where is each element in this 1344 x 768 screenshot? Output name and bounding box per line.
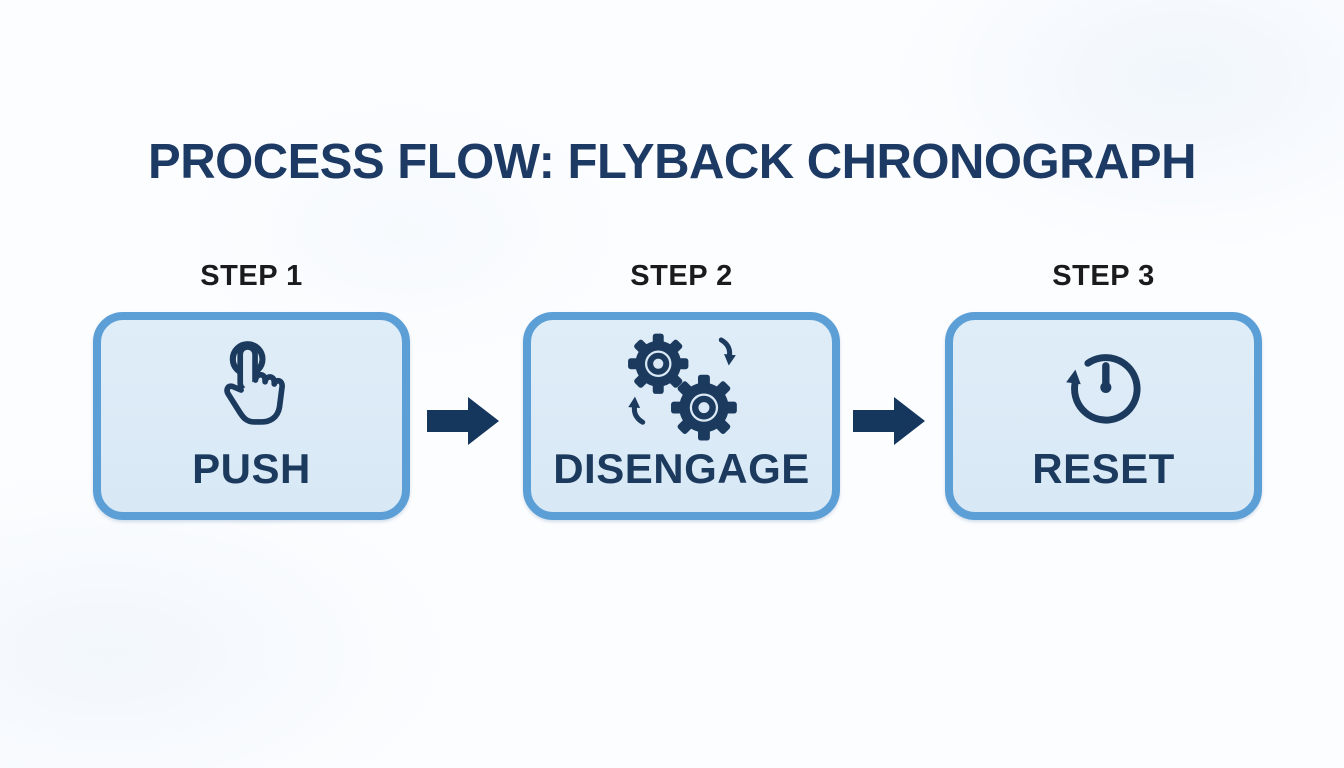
gear-motion-arrow-bottom xyxy=(631,404,645,425)
step-3-label: STEP 3 xyxy=(1052,260,1155,292)
step-2-panel: DISENGAGE xyxy=(523,312,840,520)
step-3-panel: RESET xyxy=(945,312,1262,520)
step-3-action: RESET xyxy=(1032,445,1175,492)
reset-icon xyxy=(1065,354,1141,424)
gears-icon xyxy=(627,333,737,441)
step-1-action: PUSH xyxy=(192,445,311,492)
flow-arrow-1 xyxy=(427,397,499,445)
flow-arrow-2 xyxy=(853,397,925,445)
step-2-icon-wrap xyxy=(618,328,746,446)
step-1-label: STEP 1 xyxy=(200,260,303,292)
step-2-label: STEP 2 xyxy=(630,260,733,292)
tap-icon xyxy=(223,341,285,425)
gear-motion-arrow-top xyxy=(718,336,732,357)
step-1-panel: PUSH xyxy=(93,312,410,520)
page-title: PROCESS FLOW: FLYBACK CHRONOGRAPH xyxy=(148,135,1196,189)
step-2-action: DISENGAGE xyxy=(553,445,810,492)
step-3-icon-wrap xyxy=(1058,328,1150,446)
step-1-icon-wrap xyxy=(204,328,300,446)
